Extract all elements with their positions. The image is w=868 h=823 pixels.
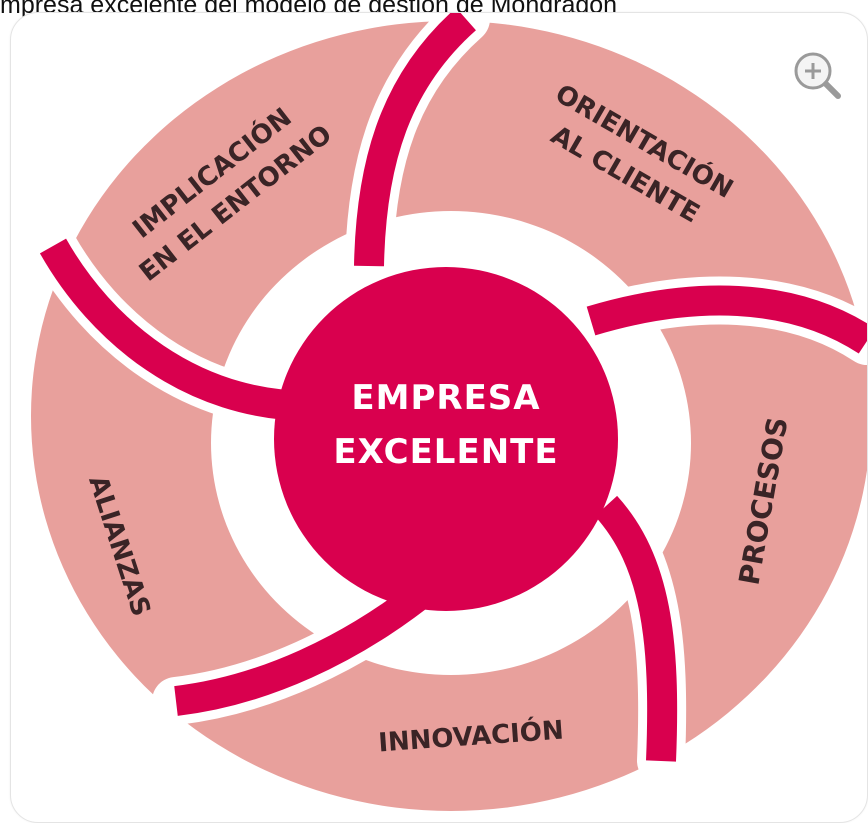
center-label-line1: EMPRESA [351, 378, 540, 418]
arm-bottom-right [594, 495, 678, 762]
center-disc [274, 267, 618, 611]
excellence-model-diagram: EMPRESA EXCELENTE IMPLICACIÓN EN EL ENTO… [29, 13, 867, 811]
arm-bottom-left [174, 574, 441, 716]
image-frame: EMPRESA EXCELENTE IMPLICACIÓN EN EL ENTO… [10, 12, 868, 823]
center-label-line2: EXCELENTE [333, 432, 558, 472]
arm-top [354, 13, 477, 267]
arm-left [39, 238, 312, 421]
arm-right [586, 285, 867, 354]
magnifier-plus-icon[interactable] [789, 47, 843, 101]
spiral-arms [39, 13, 867, 762]
